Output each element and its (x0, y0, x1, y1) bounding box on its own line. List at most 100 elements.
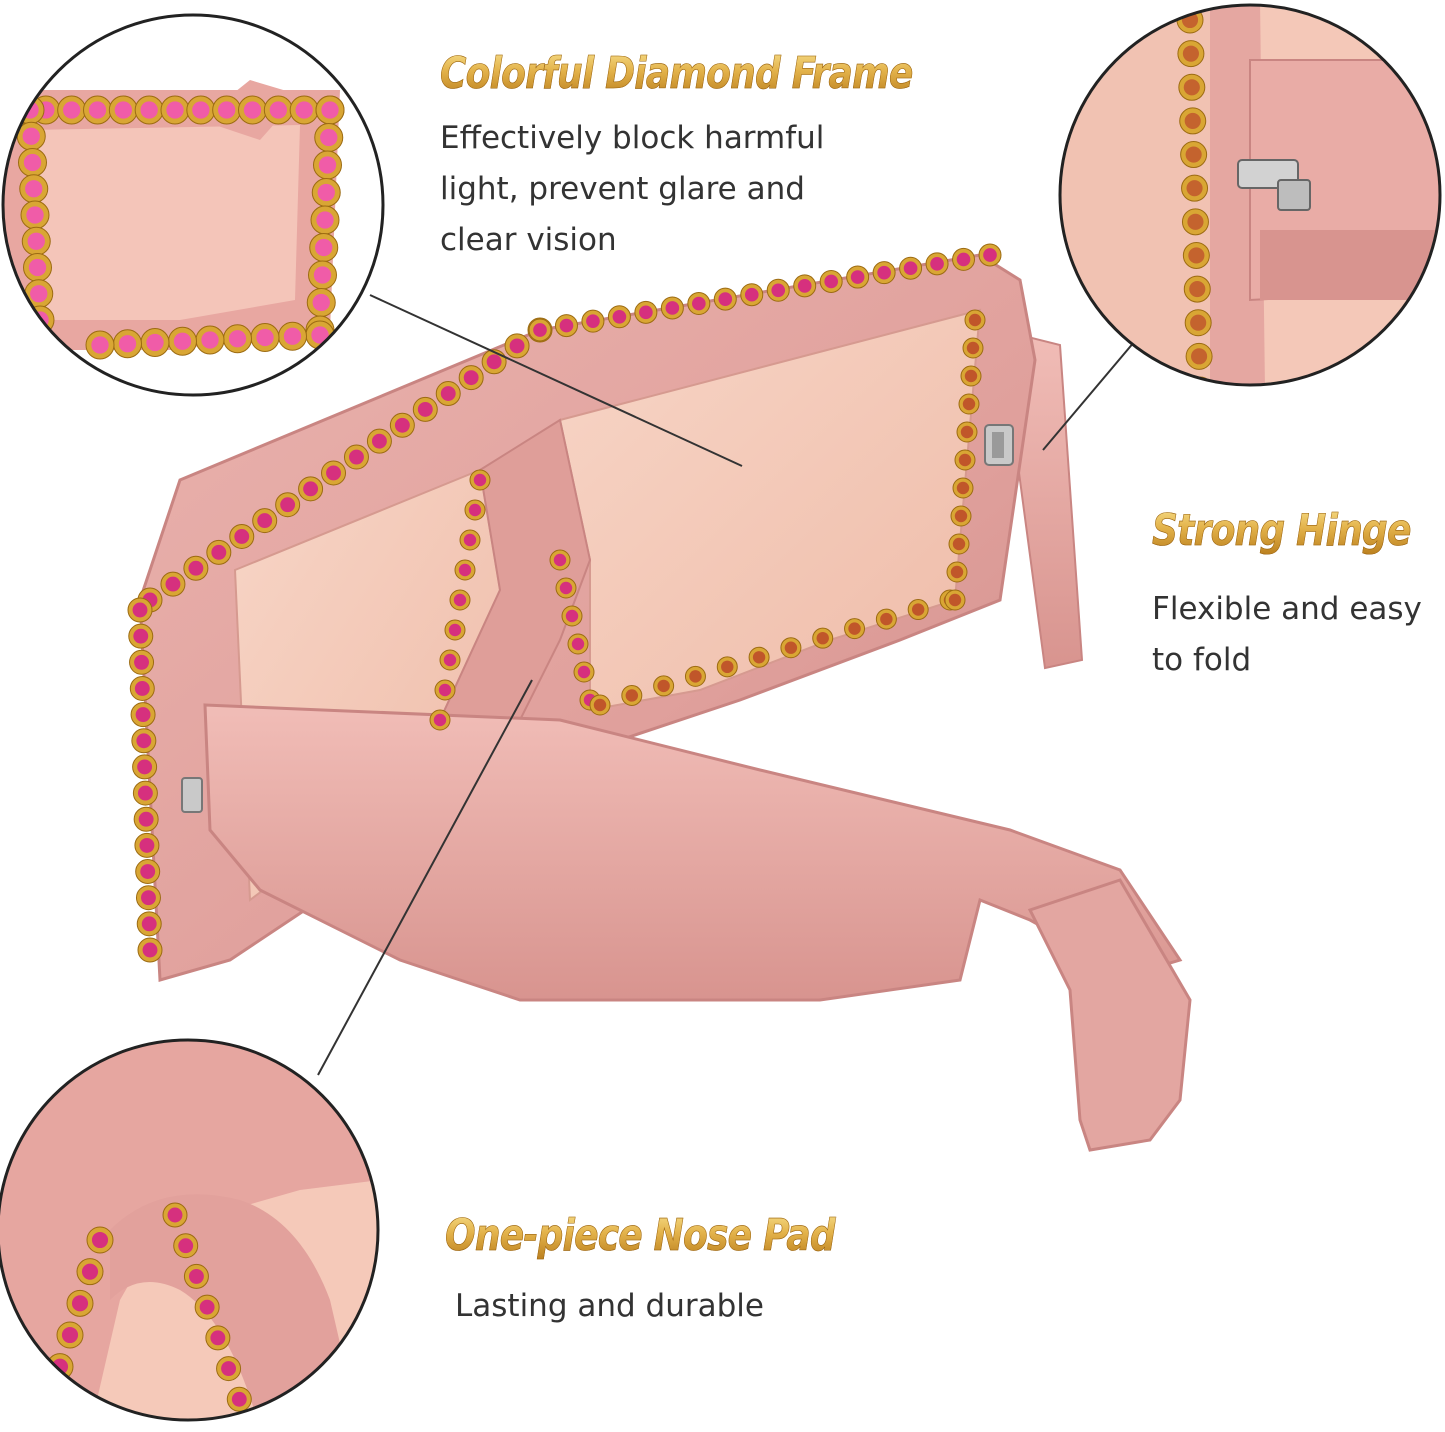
hinge-icon (1237, 159, 1311, 211)
rhinestone-icon (26, 206, 44, 224)
rhinestone-icon (71, 1295, 89, 1312)
rhinestone-icon (166, 101, 184, 119)
rhinestone-icon (880, 612, 893, 626)
rhinestone-column (1176, 6, 1214, 385)
rhinestone-icon (315, 238, 333, 257)
rhinestone-icon (816, 631, 829, 645)
rhinestone-icon (1186, 180, 1203, 197)
rhinestone-icon (228, 330, 247, 348)
rhinestone-icon (486, 354, 502, 370)
rhinestone-icon (559, 318, 574, 333)
rhinestone-icon (612, 309, 627, 324)
rhinestone-icon (22, 127, 40, 145)
rhinestone-icon (533, 323, 547, 337)
rhinestone-icon (199, 1299, 215, 1315)
rhinestone-icon (417, 401, 433, 417)
rhinestone-icon (954, 509, 968, 523)
rhinestone-row-left-lens (429, 469, 491, 731)
rhinestone-icon (36, 1384, 64, 1412)
rhinestone-icon (283, 327, 302, 345)
hinge-icon (984, 424, 1014, 466)
rhinestone-icon (983, 248, 997, 262)
rhinestone-icon (231, 1391, 247, 1407)
rhinestone-icon (689, 670, 702, 683)
rhinestone-icon (371, 433, 387, 449)
rhinestone-icon (136, 733, 152, 749)
diamond-frame-desc-line: clear vision (440, 222, 617, 258)
rhinestone-icon (303, 481, 319, 497)
rhinestone-icon (744, 287, 759, 302)
rhinestone-icon (771, 283, 786, 298)
rhinestone-icon (243, 101, 262, 119)
rhinestone-icon (577, 665, 591, 679)
rhinestone-icon (565, 609, 579, 623)
rhinestone-icon (1182, 45, 1199, 62)
rhinestone-icon (657, 679, 670, 693)
rhinestone-icon (32, 1422, 48, 1432)
rhinestone-icon (625, 689, 639, 702)
nose-pad-title: One-piece Nose Pad (445, 1210, 836, 1262)
diamond-frame-title: Colorful Diamond Frame (440, 48, 914, 100)
rhinestone-icon (132, 602, 148, 618)
diamond-frame-desc-line: Effectively block harmful (440, 120, 825, 156)
rhinestone-icon (133, 628, 149, 644)
rhinestone-icon (877, 265, 891, 280)
rhinestone-icon (318, 156, 337, 174)
rhinestone-icon (443, 653, 457, 667)
rhinestone-icon (280, 497, 296, 513)
rhinestone-icon (217, 101, 236, 119)
rhinestone-icon (88, 101, 107, 119)
rhinestone-icon (394, 417, 410, 433)
callout-lines (317, 294, 1141, 1076)
rhinestone-icon (1187, 213, 1204, 230)
rhinestone-icon (243, 1423, 258, 1432)
rhinestone-icon (665, 301, 680, 315)
rhinestone-icon (114, 101, 133, 119)
rhinestone-icon (221, 1361, 237, 1377)
rhinestone-icon (137, 759, 153, 775)
hinge-icon (181, 777, 203, 813)
rhinestone-icon (440, 386, 456, 401)
rhinestone-icon (27, 232, 45, 250)
rhinestone-icon (956, 252, 971, 267)
rhinestone-icon (433, 713, 447, 727)
callout-line-hinge (1042, 334, 1141, 451)
rhinestone-icon (1191, 348, 1208, 365)
rhinestone-row-right-lens (549, 309, 986, 716)
rhinestone-icon (173, 332, 192, 350)
rhinestone-icon (134, 654, 149, 670)
rhinestone-icon (1188, 247, 1205, 264)
rhinestone-icon (25, 180, 43, 198)
rhinestone-icon (448, 623, 462, 637)
rhinestone-icon (91, 336, 109, 354)
rhinestone-icon (752, 651, 766, 664)
rhinestone-icon (473, 473, 487, 487)
rhinestone-icon (118, 335, 137, 353)
hinge-desc-line: Flexible and easy (1152, 591, 1422, 627)
rhinestone-icon (824, 274, 838, 289)
hinge-desc-line: to fold (1152, 642, 1252, 678)
rhinestone-icon (210, 1330, 226, 1346)
rhinestone-icon (438, 683, 452, 697)
rhinestone-icon (952, 537, 966, 551)
rhinestone-icon (138, 811, 154, 827)
sunglasses (127, 243, 1192, 1152)
rhinestone-icon (140, 864, 156, 879)
rhinestone-icon (958, 453, 972, 467)
rhinestone-icon (721, 660, 734, 674)
rhinestone-icon (165, 576, 181, 592)
hinge-title: Strong Hinge (1152, 505, 1412, 557)
rhinestone-icon (463, 370, 479, 386)
rhinestone-icon (234, 529, 250, 544)
rhinestone-icon (188, 560, 204, 576)
rhinestone-icon (950, 565, 964, 579)
rhinestone-icon (1191, 381, 1209, 385)
rhinestone-icon (1183, 79, 1200, 96)
rhinestone-icon (192, 101, 210, 119)
rhinestone-icon (1185, 146, 1202, 163)
rhinestone-icon (317, 183, 335, 202)
rhinestone-icon (141, 916, 157, 932)
detail-circle-diamond-frame (1, 13, 385, 397)
rhinestone-icon (797, 279, 812, 293)
rhinestone-icon (956, 481, 970, 495)
